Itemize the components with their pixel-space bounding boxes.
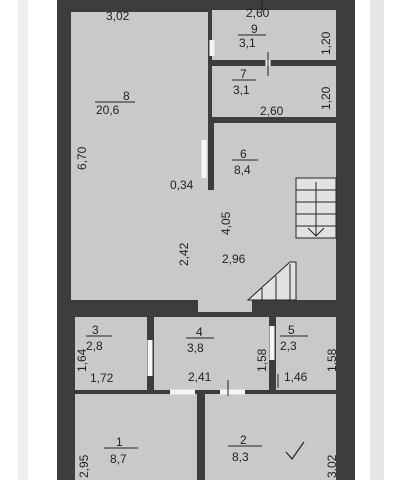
check-mark-icon [285, 441, 305, 460]
room-3-area-label: 2,8 [86, 339, 103, 353]
room-4-area [154, 317, 269, 390]
dim-2-60-top: 2,60 [246, 6, 270, 20]
room-7-area [212, 66, 336, 117]
room-9-number: 9 [251, 22, 258, 36]
dim-4-05: 4,05 [219, 211, 233, 235]
room-7-area-label: 3,1 [233, 83, 250, 97]
room-8-area [71, 12, 208, 300]
room-1-number: 1 [116, 435, 123, 449]
room-1-area [75, 394, 197, 480]
room-4-area-label: 3,8 [187, 341, 204, 355]
dim-1-20-b: 1,20 [319, 86, 333, 110]
room-2-number: 2 [240, 433, 247, 447]
room-6-number: 6 [240, 147, 247, 161]
dim-2-42: 2,42 [177, 242, 191, 266]
dim-1-58-b: 1,58 [325, 348, 339, 372]
dim-1-72: 1,72 [90, 371, 114, 385]
dim-2-41: 2,41 [188, 370, 212, 384]
room-5-number: 5 [288, 323, 295, 337]
dim-2-96: 2,96 [222, 252, 246, 266]
room-9-area-label: 3,1 [239, 36, 256, 50]
room-3-number: 3 [92, 323, 99, 337]
room-4-number: 4 [196, 325, 203, 339]
room-1-area-label: 8,7 [110, 452, 127, 466]
dim-0-34: 0,34 [170, 178, 194, 192]
dim-1-46: 1,46 [284, 370, 308, 384]
room-2-area [205, 394, 336, 480]
dim-1-58-a: 1,58 [255, 348, 269, 372]
staircase [246, 177, 337, 301]
room-5-area [276, 317, 336, 390]
room-8-number: 8 [123, 89, 130, 103]
room-3-area [75, 317, 147, 390]
dim-1-20-a: 1,20 [319, 31, 333, 55]
room-9-area [212, 10, 336, 60]
room-8-area-label: 20,6 [96, 103, 120, 117]
dim-3-02-bottom: 3,02 [325, 454, 339, 478]
room-2-area-label: 8,3 [232, 450, 249, 464]
dim-1-64: 1,64 [75, 348, 89, 372]
room-7-number: 7 [240, 67, 247, 81]
dim-3-02-top: 3,02 [106, 9, 130, 23]
dim-6-70: 6,70 [75, 146, 89, 170]
room-6-area-label: 8,4 [234, 163, 251, 177]
dim-2-95: 2,95 [77, 454, 91, 478]
dim-2-60-mid: 2,60 [260, 104, 284, 118]
room-6-area [198, 123, 336, 312]
room-5-area-label: 2,3 [280, 339, 297, 353]
